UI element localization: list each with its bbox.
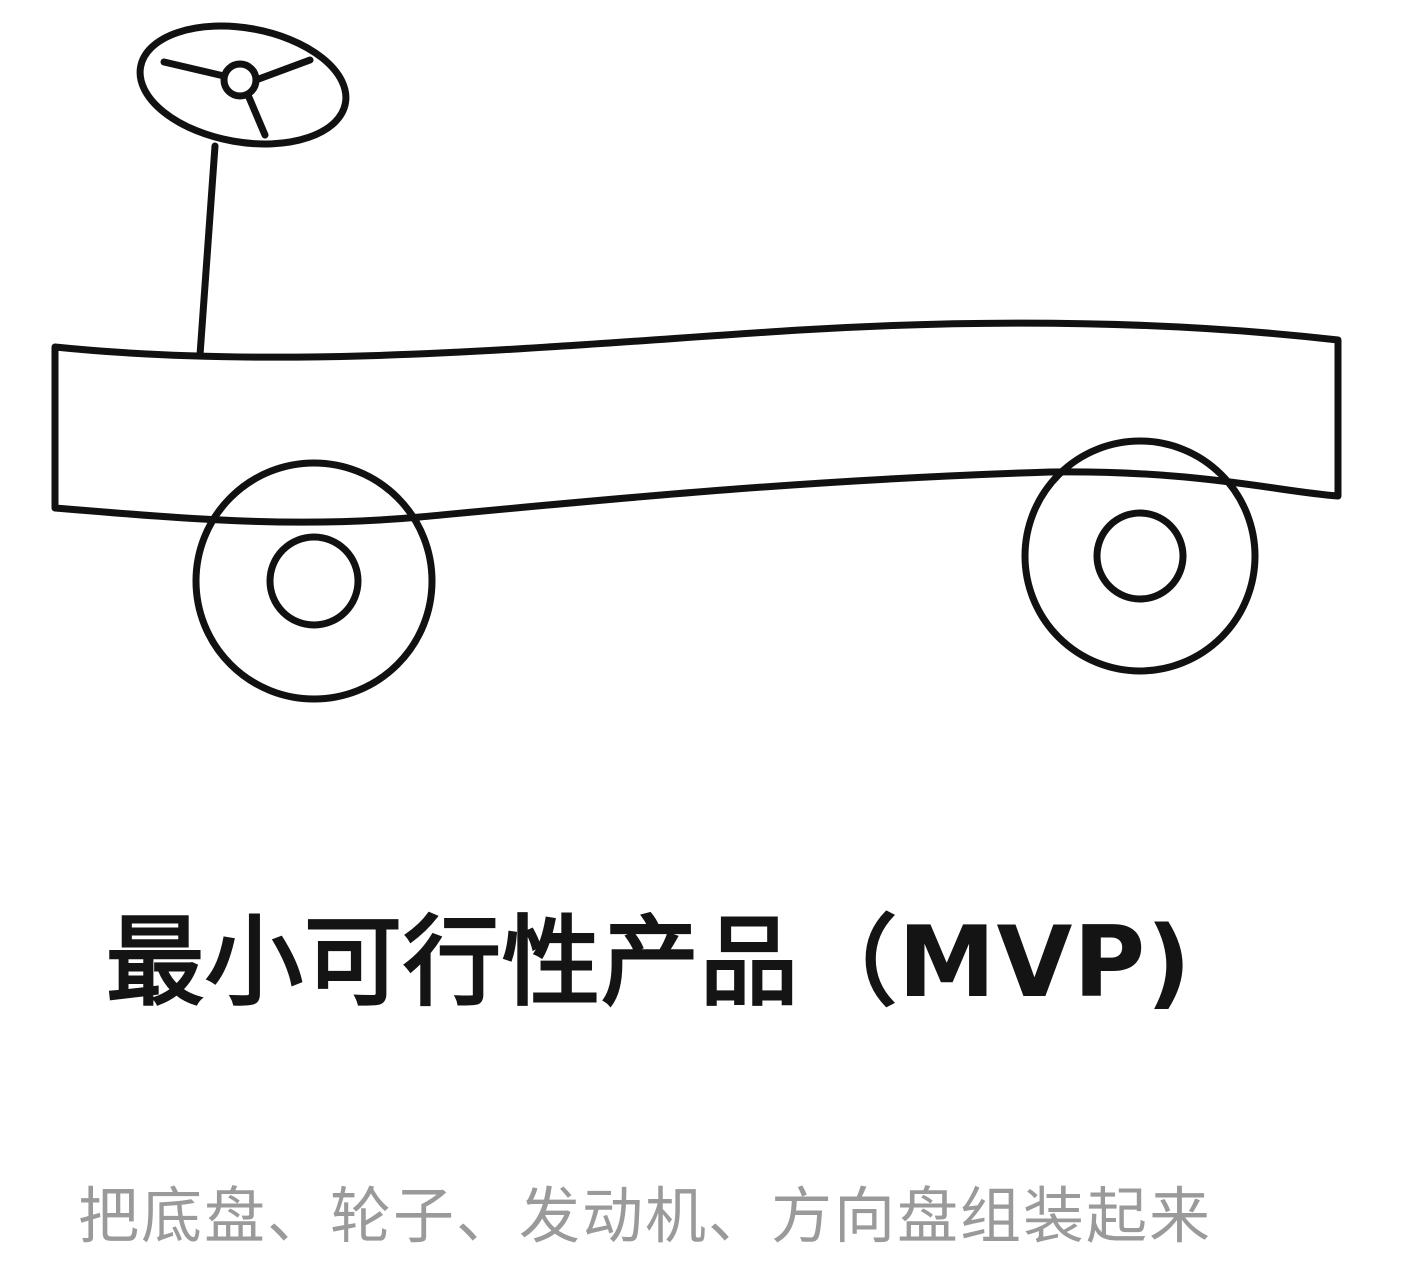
chassis-body	[51, 319, 1342, 526]
diagram-caption: 把底盘、轮子、发动机、方向盘组装起来	[78, 1181, 1213, 1252]
right-wheel-tire	[1021, 437, 1259, 675]
right-wheel-hub	[1093, 509, 1187, 603]
diagram-title: 最小可行性产品（MVP)	[106, 906, 1192, 1020]
steering-wheel-spoke-bottom	[244, 91, 269, 139]
cart-illustration	[51, 22, 1342, 703]
steering-wheel-icon	[136, 22, 350, 148]
steering-wheel-spoke-right	[252, 56, 314, 84]
left-wheel-icon	[192, 459, 436, 703]
left-wheel-tire	[192, 459, 436, 703]
steering-wheel-hub	[220, 60, 260, 100]
steering-column	[196, 142, 219, 359]
steering-wheel-rim	[136, 22, 350, 148]
left-wheel-hub	[266, 533, 362, 629]
steering-wheel-spoke-left	[160, 58, 228, 80]
right-wheel-icon	[1021, 437, 1259, 675]
